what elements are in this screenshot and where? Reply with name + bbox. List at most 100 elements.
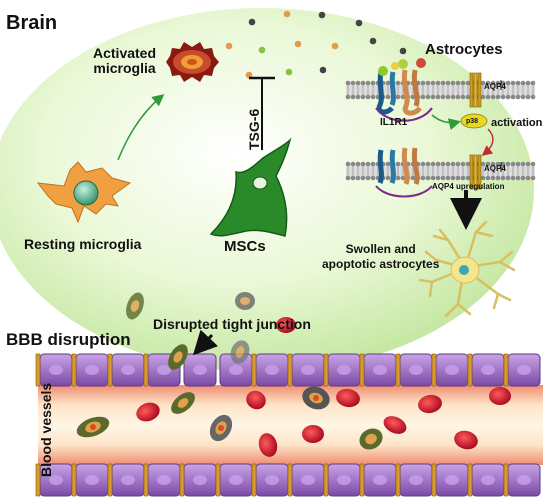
tight-junction xyxy=(143,353,149,387)
endothelial-cell xyxy=(399,463,433,497)
activated-microglia-cell xyxy=(166,42,219,82)
endothelial-cell xyxy=(75,353,109,387)
infiltrating-cells xyxy=(76,292,383,450)
tight-junction xyxy=(503,463,509,497)
swollen-astrocyte xyxy=(418,220,516,318)
activated-microglia-label-line1: Activated xyxy=(93,45,157,61)
swollen-astrocytes-label-line1: Swollen and xyxy=(345,242,416,256)
red-blood-cell xyxy=(454,430,478,450)
disrupted-tight-junction-label: Disrupted tight junction xyxy=(153,316,311,332)
aqp4-upregulation-label: AQP4 upregulation xyxy=(432,182,505,191)
tight-junction xyxy=(287,353,293,387)
endothelial-cell xyxy=(471,353,505,387)
tight-junction xyxy=(35,463,41,497)
astrocyte-membrane-bottom xyxy=(345,161,536,181)
endothelial-cell xyxy=(327,353,361,387)
tight-junction xyxy=(359,353,365,387)
disrupted-junction-arrow xyxy=(192,329,219,356)
red-blood-cells xyxy=(136,317,511,457)
endothelial-cell xyxy=(507,463,541,497)
tight-junction xyxy=(395,463,401,497)
aqp4-channel-bottom xyxy=(469,154,502,190)
red-blood-cell xyxy=(136,402,160,422)
il1r1-receptor-lower xyxy=(375,147,433,198)
endothelial-cell xyxy=(399,353,433,387)
tight-junction xyxy=(431,463,437,497)
blood-vessel xyxy=(35,353,543,497)
blood-vessels-label: Blood vessels xyxy=(38,382,54,477)
tight-junction xyxy=(71,353,77,387)
aqp4-label-top: AQP4 xyxy=(484,82,506,91)
red-blood-cell xyxy=(276,317,296,333)
swollen-astrocyte-nucleus xyxy=(459,265,469,275)
tight-junction xyxy=(251,463,257,497)
mscs-label: MSCs xyxy=(224,238,266,255)
aqp4-label-bottom: AQP4 xyxy=(484,164,506,173)
aqp4-channel-top xyxy=(469,72,502,108)
tight-junction xyxy=(107,463,113,497)
bbb-disruption-label: BBB disruption xyxy=(6,330,131,349)
endothelial-cell xyxy=(327,463,361,497)
endothelial-cell xyxy=(183,463,217,497)
endothelial-cell xyxy=(255,463,289,497)
tight-junction xyxy=(431,353,437,387)
tight-junction xyxy=(143,463,149,497)
endothelial-cell xyxy=(435,463,469,497)
activation-label: activation xyxy=(491,117,543,129)
tight-junction xyxy=(251,353,257,387)
p38-label: p38 xyxy=(466,118,479,125)
brain-label: Brain xyxy=(6,12,58,34)
vessel-bottom-wall xyxy=(35,463,541,497)
msc-cell xyxy=(209,137,292,237)
tight-junction xyxy=(467,463,473,497)
activation-arrow xyxy=(117,94,165,161)
swollen-astrocytes-label-line2: apoptotic astrocytes xyxy=(322,257,440,271)
il1r1-label: IL1R1 xyxy=(380,117,408,128)
endothelial-cell xyxy=(255,353,289,387)
endothelial-cell xyxy=(435,353,469,387)
tight-junction xyxy=(323,463,329,497)
tight-junction xyxy=(287,463,293,497)
red-blood-cell xyxy=(336,388,360,408)
tight-junction xyxy=(395,353,401,387)
tight-junction xyxy=(35,353,41,387)
endothelial-cell xyxy=(291,463,325,497)
red-blood-cell xyxy=(418,394,442,414)
red-blood-cell xyxy=(258,433,278,457)
cytokine-dots xyxy=(225,10,407,79)
endothelial-cell xyxy=(363,353,397,387)
astrocytes-label: Astrocytes xyxy=(425,41,503,58)
activated-microglia-label-line2: microglia xyxy=(93,60,156,76)
resting-microglia-cell xyxy=(36,161,132,224)
endothelial-cell xyxy=(111,353,145,387)
tight-junction xyxy=(107,353,113,387)
swollen-astrocytes-label: Swollen and apoptotic astrocytes xyxy=(322,242,439,272)
red-blood-cell xyxy=(246,390,266,410)
endothelial-cell xyxy=(147,463,181,497)
endothelial-cell xyxy=(471,463,505,497)
red-blood-cell xyxy=(489,387,511,405)
tight-junction xyxy=(323,353,329,387)
endothelial-cell xyxy=(183,353,217,387)
il1r1-receptor xyxy=(375,58,433,122)
signal-arrow-green xyxy=(431,114,461,130)
astrocyte-membrane-top xyxy=(345,80,536,100)
tight-junction xyxy=(179,463,185,497)
endothelial-cell xyxy=(507,353,541,387)
tight-junction xyxy=(503,353,509,387)
tsg6-label: TSG-6 xyxy=(246,108,262,150)
tight-junction xyxy=(359,463,365,497)
vessel-lumen xyxy=(38,385,543,465)
resting-microglia-label: Resting microglia xyxy=(24,236,142,252)
endothelial-cell xyxy=(291,353,325,387)
endothelial-cell xyxy=(219,353,253,387)
endothelial-cell xyxy=(75,463,109,497)
red-blood-cell xyxy=(302,425,324,443)
tight-junction xyxy=(215,463,221,497)
red-blood-cell xyxy=(383,416,407,434)
tight-junction xyxy=(467,353,473,387)
endothelial-cell xyxy=(39,353,73,387)
endothelial-cell xyxy=(219,463,253,497)
